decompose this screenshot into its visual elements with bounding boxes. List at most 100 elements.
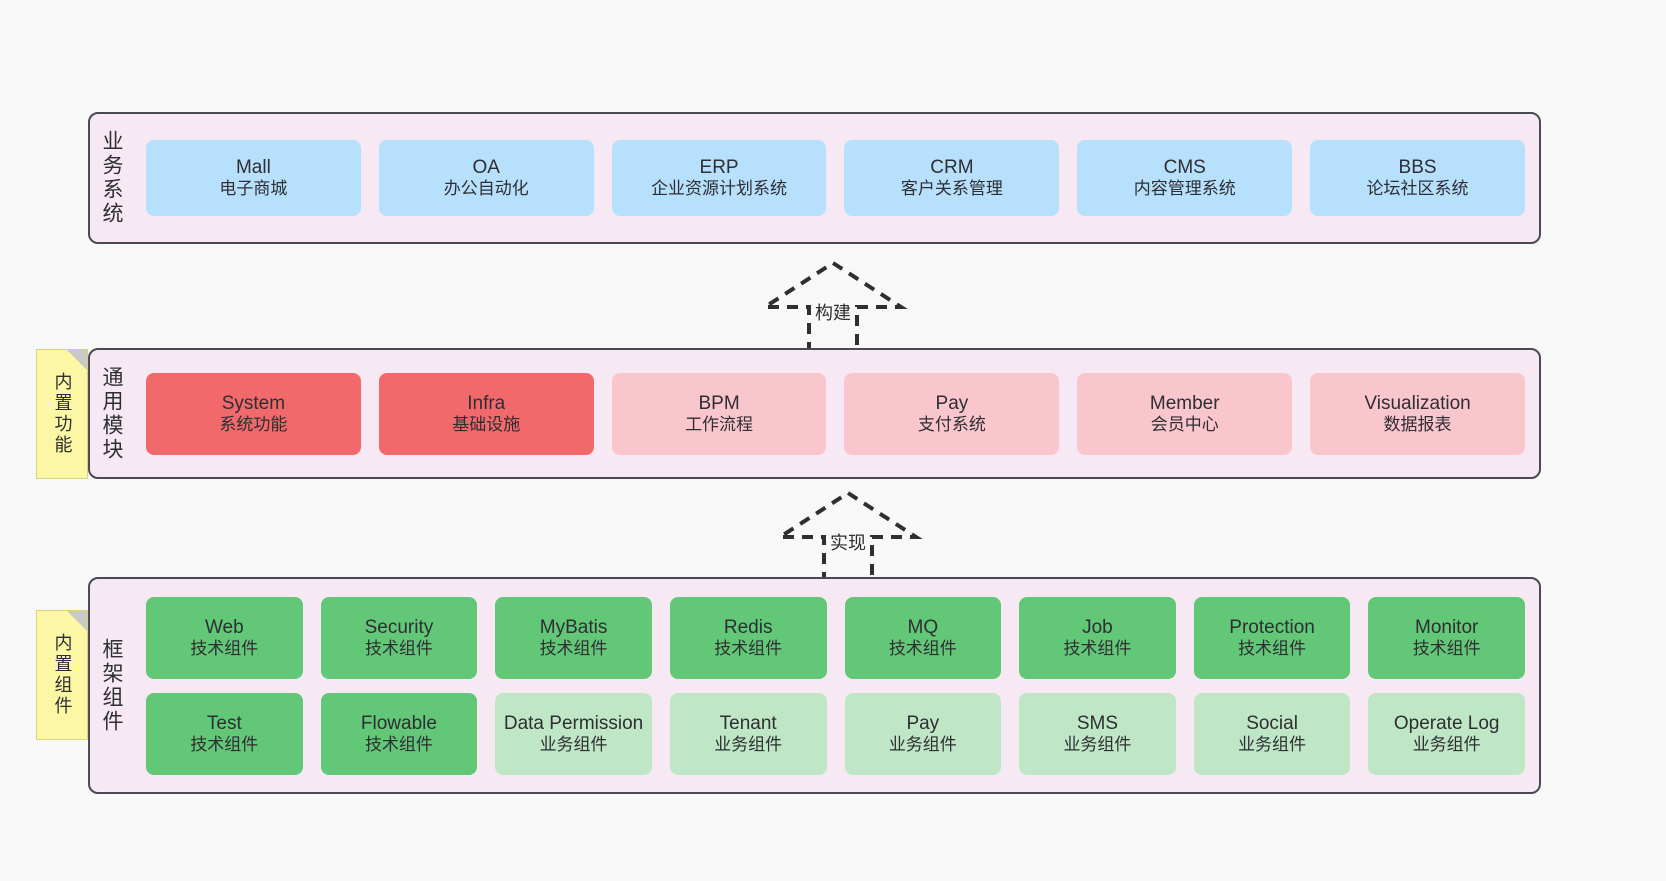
card-mq[interactable]: MQ 技术组件: [844, 596, 1002, 679]
card-title-en: SMS: [1076, 712, 1119, 734]
card-title-cn: 业务组件: [539, 734, 608, 754]
card-oa[interactable]: OA 办公自动化: [378, 140, 594, 216]
card-member[interactable]: Member 会员中心: [1077, 372, 1293, 455]
layer-body-business-system: Mall 电子商城 OA 办公自动化 ERP 企业资源计划系统 CRM 客户关系…: [132, 114, 1539, 242]
card-title-en: Security: [364, 616, 434, 638]
card-test[interactable]: Test 技术组件: [146, 692, 303, 775]
card-title-cn: 业务组件: [1412, 734, 1481, 754]
card-title-en: CRM: [930, 157, 974, 179]
card-title-en: Job: [1082, 616, 1113, 638]
card-title-en: Operate Log: [1393, 712, 1500, 734]
card-row: Test 技术组件 Flowable 技术组件 Data Permission …: [146, 692, 1525, 775]
card-system[interactable]: System 系统功能: [146, 372, 361, 455]
card-title-cn: 工作流程: [685, 414, 754, 434]
card-title-en: Pay: [935, 392, 969, 414]
card-mall[interactable]: Mall 电子商城: [146, 140, 361, 216]
card-title-en: CMS: [1163, 157, 1206, 179]
card-title-cn: 业务组件: [1238, 734, 1307, 754]
card-title-en: Web: [204, 616, 244, 638]
card-title-en: MQ: [907, 616, 939, 638]
up-arrow-icon: [773, 490, 923, 583]
layer-framework-components: 框架组件 Web 技术组件 Security 技术组件 MyBatis 技术组件…: [88, 577, 1541, 794]
card-title-cn: 技术组件: [1412, 638, 1481, 658]
card-title-en: Member: [1149, 392, 1220, 414]
card-title-en: Pay: [906, 712, 940, 734]
card-protection[interactable]: Protection 技术组件: [1193, 596, 1351, 679]
card-title-cn: 办公自动化: [443, 179, 529, 199]
card-title-en: BBS: [1398, 157, 1437, 179]
up-arrow-icon: [758, 260, 908, 353]
card-bbs[interactable]: BBS 论坛社区系统: [1310, 140, 1525, 216]
card-title-en: ERP: [699, 157, 739, 179]
card-title-cn: 业务组件: [888, 734, 957, 754]
card-title-en: Flowable: [360, 712, 437, 734]
card-monitor[interactable]: Monitor 技术组件: [1368, 596, 1525, 679]
card-title-cn: 技术组件: [1238, 638, 1307, 658]
card-title-cn: 系统功能: [219, 414, 288, 434]
layer-title-framework-components: 框架组件: [100, 637, 124, 734]
card-title-cn: 技术组件: [888, 638, 957, 658]
card-title-cn: 业务组件: [714, 734, 783, 754]
card-title-cn: 会员中心: [1150, 414, 1219, 434]
card-erp[interactable]: ERP 企业资源计划系统: [611, 140, 827, 216]
card-tenant[interactable]: Tenant 业务组件: [669, 692, 827, 775]
card-title-cn: 技术组件: [714, 638, 783, 658]
card-title-cn: 技术组件: [1063, 638, 1132, 658]
card-title-en: Mall: [235, 157, 271, 179]
card-title-cn: 技术组件: [364, 638, 433, 658]
card-web[interactable]: Web 技术组件: [146, 596, 303, 679]
card-title-en: Tenant: [719, 712, 777, 734]
sticky-note-builtin-components: 内置组件: [36, 610, 88, 740]
layer-title-business-system: 业务系统: [100, 130, 124, 226]
card-infra[interactable]: Infra 基础设施: [378, 372, 594, 455]
card-title-en: Visualization: [1364, 392, 1471, 414]
card-title-cn: 支付系统: [917, 414, 986, 434]
layer-common-modules: 通用模块 System 系统功能 Infra 基础设施 BPM 工作流程 Pay…: [88, 348, 1541, 479]
card-title-en: OA: [472, 157, 500, 179]
card-title-en: System: [221, 392, 286, 414]
layer-body-common-modules: System 系统功能 Infra 基础设施 BPM 工作流程 Pay 支付系统…: [132, 350, 1539, 477]
card-pay[interactable]: Pay 支付系统: [844, 372, 1060, 455]
layer-title-common-modules: 通用模块: [100, 365, 124, 462]
card-job[interactable]: Job 技术组件: [1019, 596, 1176, 679]
card-title-cn: 技术组件: [364, 734, 433, 754]
card-crm[interactable]: CRM 客户关系管理: [844, 140, 1060, 216]
card-title-cn: 技术组件: [190, 734, 259, 754]
card-flowable[interactable]: Flowable 技术组件: [320, 692, 478, 775]
card-title-cn: 业务组件: [1063, 734, 1132, 754]
card-data-permission[interactable]: Data Permission 业务组件: [495, 692, 652, 775]
card-title-cn: 论坛社区系统: [1366, 179, 1469, 199]
card-title-cn: 基础设施: [452, 414, 521, 434]
card-title-en: Test: [206, 712, 242, 734]
card-title-cn: 电子商城: [219, 179, 288, 199]
card-security[interactable]: Security 技术组件: [320, 596, 478, 679]
card-title-cn: 企业资源计划系统: [651, 179, 788, 199]
card-cms[interactable]: CMS 内容管理系统: [1077, 140, 1293, 216]
card-row: Mall 电子商城 OA 办公自动化 ERP 企业资源计划系统 CRM 客户关系…: [146, 140, 1525, 216]
sticky-note-builtin-features: 内置功能: [36, 349, 88, 479]
layer-body-framework-components: Web 技术组件 Security 技术组件 MyBatis 技术组件 Redi…: [132, 579, 1539, 792]
card-title-en: Social: [1246, 712, 1298, 734]
connector-implement: 实现: [768, 487, 928, 583]
card-pay-component[interactable]: Pay 业务组件: [844, 692, 1002, 775]
card-row: Web 技术组件 Security 技术组件 MyBatis 技术组件 Redi…: [146, 596, 1525, 679]
card-title-cn: 技术组件: [190, 638, 259, 658]
card-visualization[interactable]: Visualization 数据报表: [1310, 372, 1525, 455]
card-title-en: Infra: [467, 392, 506, 414]
card-title-cn: 技术组件: [539, 638, 608, 658]
card-row: System 系统功能 Infra 基础设施 BPM 工作流程 Pay 支付系统…: [146, 372, 1525, 455]
card-title-en: MyBatis: [539, 616, 608, 638]
card-mybatis[interactable]: MyBatis 技术组件: [495, 596, 652, 679]
card-title-cn: 客户关系管理: [900, 179, 1003, 199]
connector-build: 构建: [753, 257, 913, 353]
card-social[interactable]: Social 业务组件: [1193, 692, 1351, 775]
card-redis[interactable]: Redis 技术组件: [669, 596, 827, 679]
card-title-en: Monitor: [1415, 616, 1479, 638]
card-bpm[interactable]: BPM 工作流程: [611, 372, 827, 455]
card-sms[interactable]: SMS 业务组件: [1019, 692, 1176, 775]
card-operate-log[interactable]: Operate Log 业务组件: [1368, 692, 1525, 775]
card-title-en: Redis: [723, 616, 773, 638]
card-title-en: BPM: [698, 392, 740, 414]
card-title-en: Protection: [1229, 616, 1315, 638]
